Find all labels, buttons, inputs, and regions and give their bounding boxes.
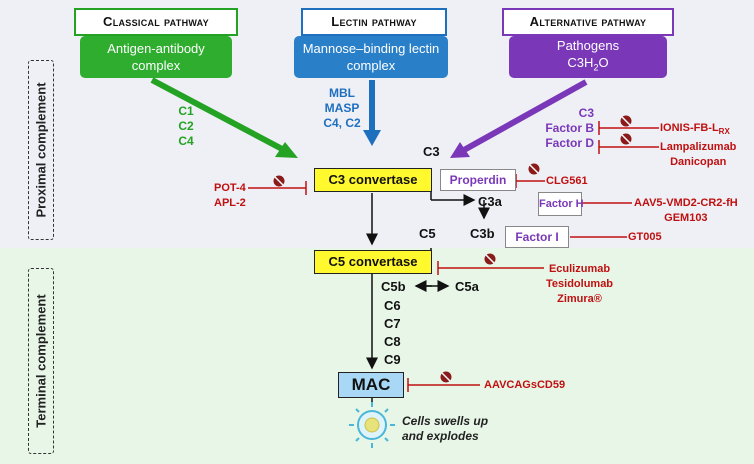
- inhibitor-lines: [248, 121, 659, 392]
- lectin-pathway-header: Lectin pathway: [301, 8, 447, 36]
- proximal-label-box: Proximal complement: [28, 60, 54, 240]
- mac-box: MAC: [338, 372, 404, 398]
- lectin-components: MBL MASP C4, C2: [323, 86, 361, 130]
- c5b-label: C5b: [381, 279, 406, 294]
- pathogens-box: Pathogens C3H2O: [509, 36, 667, 78]
- mannose-lectin-box: Mannose–binding lectin complex: [294, 36, 448, 78]
- terminal-label-box: Terminal complement: [28, 268, 54, 454]
- alternative-pathway-header: Alternative pathway: [502, 8, 674, 36]
- cell-lysis-text: Cells swells up and explodes: [402, 414, 489, 443]
- classical-arrow: [150, 77, 286, 153]
- inhibitor-properdin: CLG561: [546, 175, 588, 187]
- inhibitor-c3-convertase: POT-4 APL-2: [214, 182, 246, 209]
- inhibitor-c5-convertase: Eculizumab Tesidolumab Zimura®: [546, 263, 614, 305]
- inhibitor-factor-b: IONIS-FB-LRX: [660, 122, 730, 137]
- c3a-label: C3a: [478, 194, 502, 209]
- no-symbols: [273, 115, 632, 383]
- c5-convertase-box: C5 convertase: [314, 250, 432, 274]
- inhibitor-factor-d: Lampalizumab Danicopan: [660, 141, 737, 168]
- c3-convertase-box: C3 convertase: [314, 168, 432, 192]
- antigen-antibody-box: Antigen-antibody complex: [80, 36, 232, 78]
- inhibitor-factor-i: GT005: [628, 231, 662, 243]
- factor-i-box: Factor I: [505, 226, 569, 248]
- alternative-arrow: [462, 79, 588, 153]
- c3-label: C3: [423, 144, 440, 159]
- c5a-label: C5a: [455, 279, 479, 294]
- inhibitor-factor-h: AAV5-VMD2-CR2-fH GEM103: [634, 197, 738, 224]
- c3b-label: C3b: [470, 226, 495, 241]
- factor-h-box: Factor H: [538, 192, 584, 216]
- properdin-box: Properdin: [440, 169, 516, 191]
- alternative-components: C3 Factor B Factor D: [545, 106, 594, 150]
- c5-label: C5: [419, 226, 436, 241]
- classical-components: C1 C2 C4: [178, 104, 194, 148]
- inhibitor-mac: AAVCAGsCD59: [484, 379, 566, 391]
- terminal-components: C6 C7 C8 C9: [384, 298, 401, 367]
- classical-pathway-header: Classical pathway: [74, 8, 238, 36]
- swelling-cell-icon: [349, 402, 395, 448]
